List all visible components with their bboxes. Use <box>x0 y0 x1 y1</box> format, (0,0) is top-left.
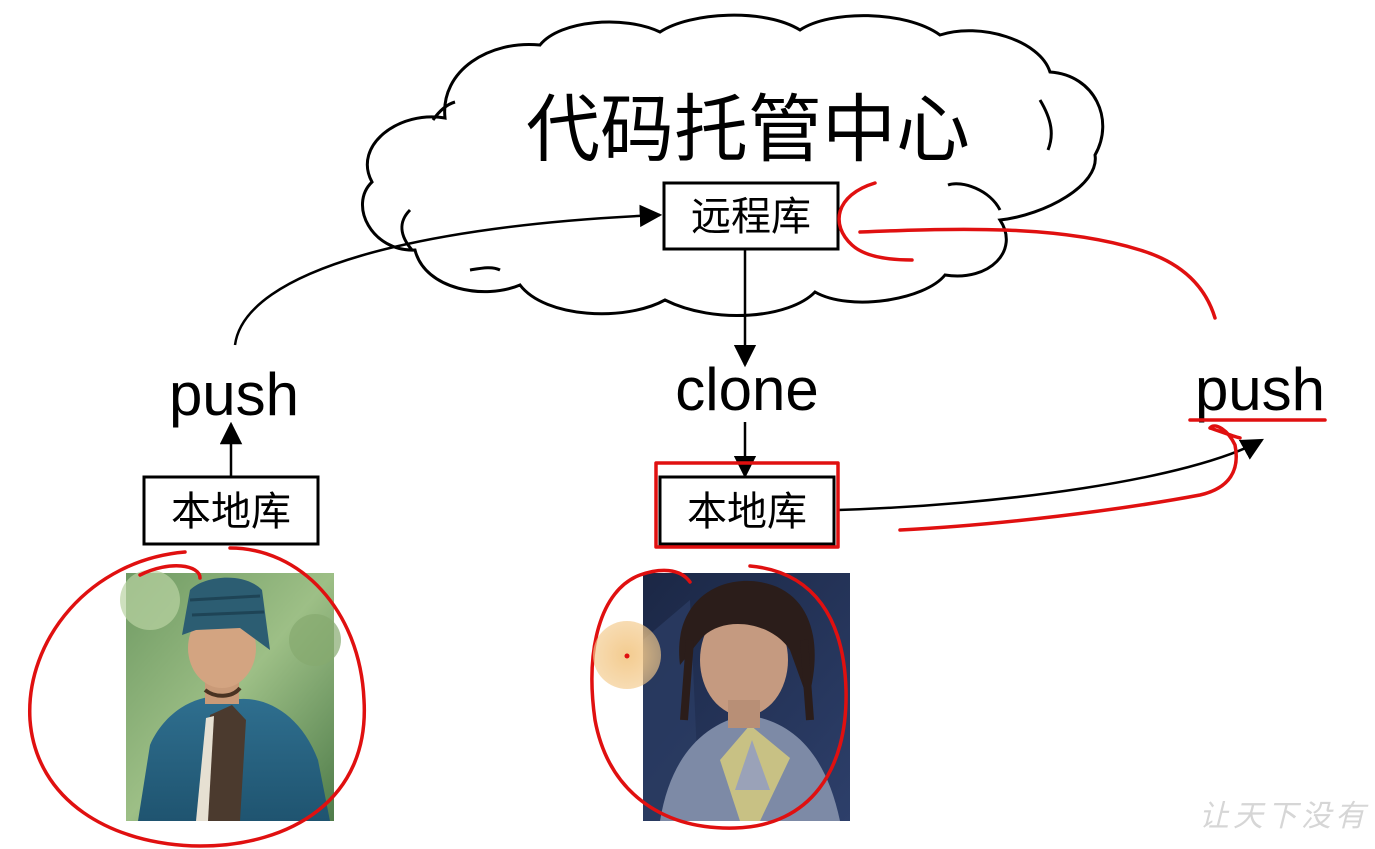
watermark-text: 让天下没有 <box>1199 799 1369 834</box>
cloud-inner-bump <box>947 182 1002 211</box>
left-local-repo-label: 本地库 <box>171 489 291 535</box>
cursor-dot <box>624 653 630 659</box>
left-push-label: push <box>169 361 299 428</box>
remote-repo-label: 远程库 <box>691 194 811 240</box>
left-push-arrow <box>233 204 663 346</box>
middle-photo-circle <box>590 564 848 830</box>
left-person-photo <box>120 570 341 821</box>
remote-to-right-swoop <box>858 227 1217 320</box>
cloud-title: 代码托管中心 <box>526 87 970 173</box>
left-photo-circle <box>28 546 366 848</box>
cloud-inner-bump <box>400 208 414 251</box>
middle-local-repo-label: 本地库 <box>687 489 807 535</box>
cloud-inner-bump <box>469 266 501 272</box>
right-push-squiggle <box>898 424 1242 532</box>
middle-local-repo-box <box>658 475 836 546</box>
middle-local-repo-highlight <box>654 461 840 549</box>
remote-highlight-stroke <box>837 181 914 262</box>
middle-clone-label: clone <box>675 356 818 423</box>
cloud-shape <box>361 13 1105 317</box>
cloud-inner-bump <box>1038 99 1053 151</box>
left-local-repo-box <box>142 475 320 546</box>
red-annotations <box>28 181 1327 848</box>
local-to-right-push-arrow <box>837 438 1264 512</box>
right-push-label: push <box>1195 356 1325 423</box>
cloud-inner-bump <box>431 100 456 121</box>
middle-person-photo <box>643 573 850 821</box>
